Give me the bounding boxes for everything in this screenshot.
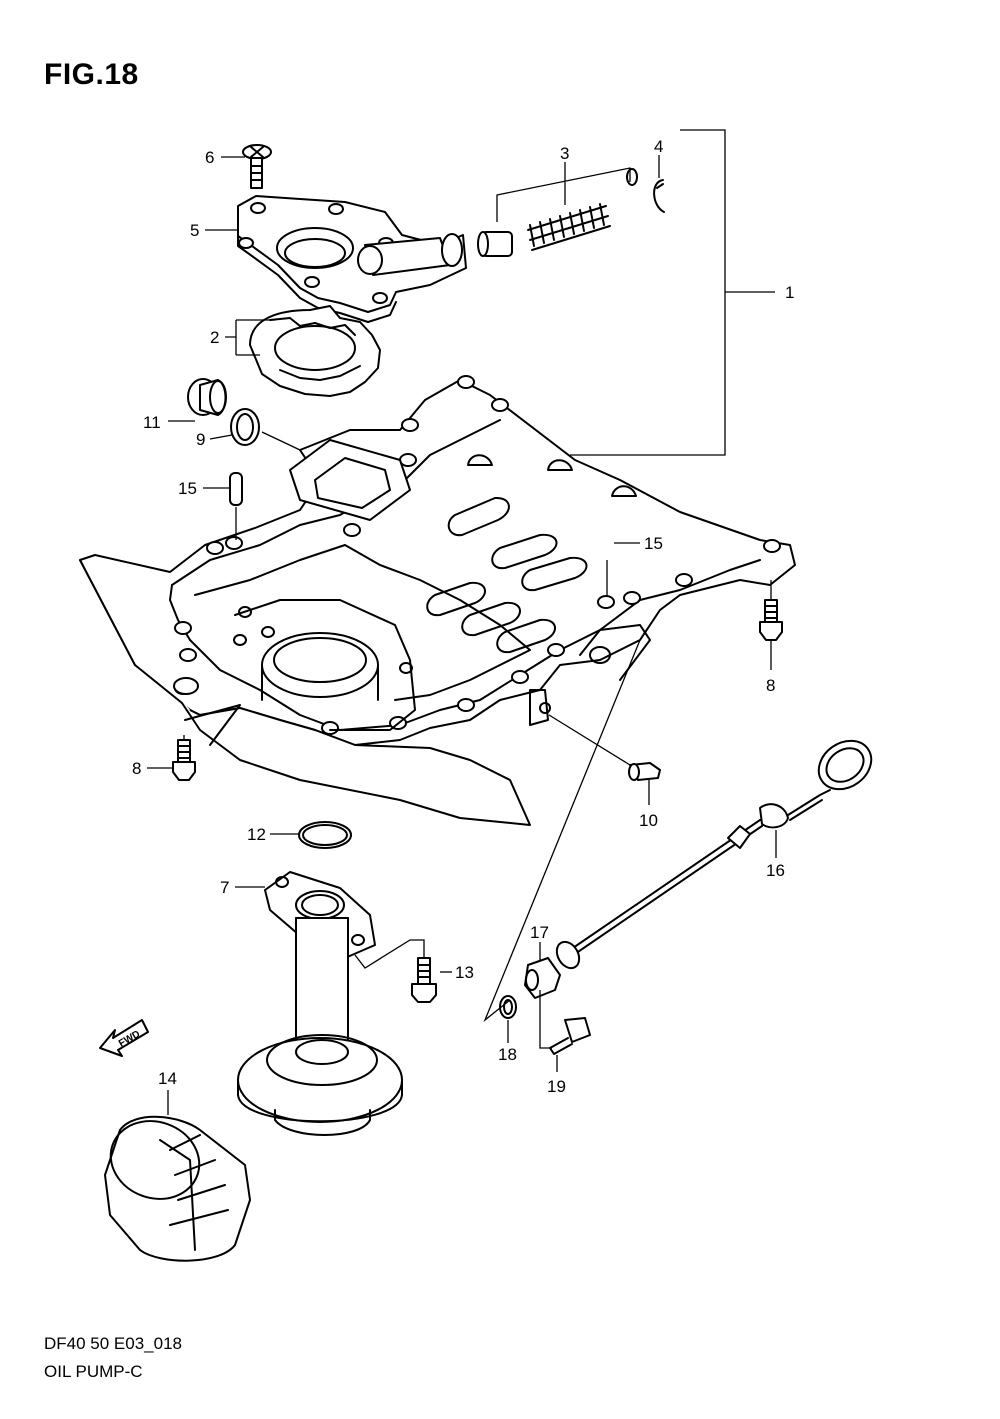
- callout-15-left: 15: [178, 479, 197, 498]
- callout-17: 17: [530, 923, 549, 942]
- figure-title: FIG.18: [44, 58, 139, 91]
- callout-11: 11: [143, 413, 161, 432]
- callout-10: 10: [639, 811, 658, 830]
- fwd-arrow-icon: FWD: [99, 1019, 149, 1057]
- callout-14: 14: [158, 1069, 177, 1088]
- callout-19: 19: [547, 1077, 566, 1096]
- part-7-strainer: [237, 871, 403, 1136]
- callout-13: 13: [455, 963, 474, 982]
- fwd-label: FWD: [117, 1029, 142, 1050]
- callout-6: 6: [205, 148, 214, 167]
- part-16-dipstick: [555, 739, 873, 970]
- callout-7: 7: [220, 878, 229, 897]
- callout-8-right: 8: [766, 676, 775, 695]
- callout-4: 4: [654, 137, 663, 156]
- part-4-circlip: [653, 179, 665, 213]
- part-1-oil-pump-housing: [79, 375, 796, 826]
- part-13-bolt: [411, 957, 437, 1003]
- part-14-oil-filter: [104, 1115, 251, 1262]
- part-11-plug: [187, 378, 227, 416]
- figure-name: OIL PUMP-C: [44, 1362, 143, 1381]
- callout-3: 3: [560, 144, 569, 163]
- callout-8-left: 8: [132, 759, 141, 778]
- part-9-gasket: [230, 408, 260, 446]
- callout-9: 9: [196, 430, 205, 449]
- part-3-relief-valve: [477, 168, 638, 257]
- callout-15-right: 15: [644, 534, 663, 553]
- callout-2: 2: [210, 328, 219, 347]
- leader-lines: [147, 129, 777, 1115]
- callout-1: 1: [785, 283, 794, 302]
- part-19-bolt: [549, 1017, 591, 1055]
- callout-18: 18: [498, 1045, 517, 1064]
- part-18-o-ring: [499, 995, 517, 1019]
- part-6-screw: [242, 144, 272, 189]
- callout-12: 12: [247, 825, 266, 844]
- callout-labels: 1 2 3 4 5 6 7 8 8 9 10 11 12 13 14 15 15…: [132, 137, 794, 1096]
- part-5-pump-cover: [237, 195, 467, 323]
- part-2-gear-set: [249, 305, 381, 397]
- part-17-dipstick-guide: [524, 957, 561, 999]
- part-12-o-ring: [298, 821, 352, 849]
- callout-16: 16: [766, 861, 785, 880]
- figure-code: DF40 50 E03_018: [44, 1334, 182, 1353]
- callout-5: 5: [190, 221, 199, 240]
- part-10-sleeve: [628, 762, 661, 781]
